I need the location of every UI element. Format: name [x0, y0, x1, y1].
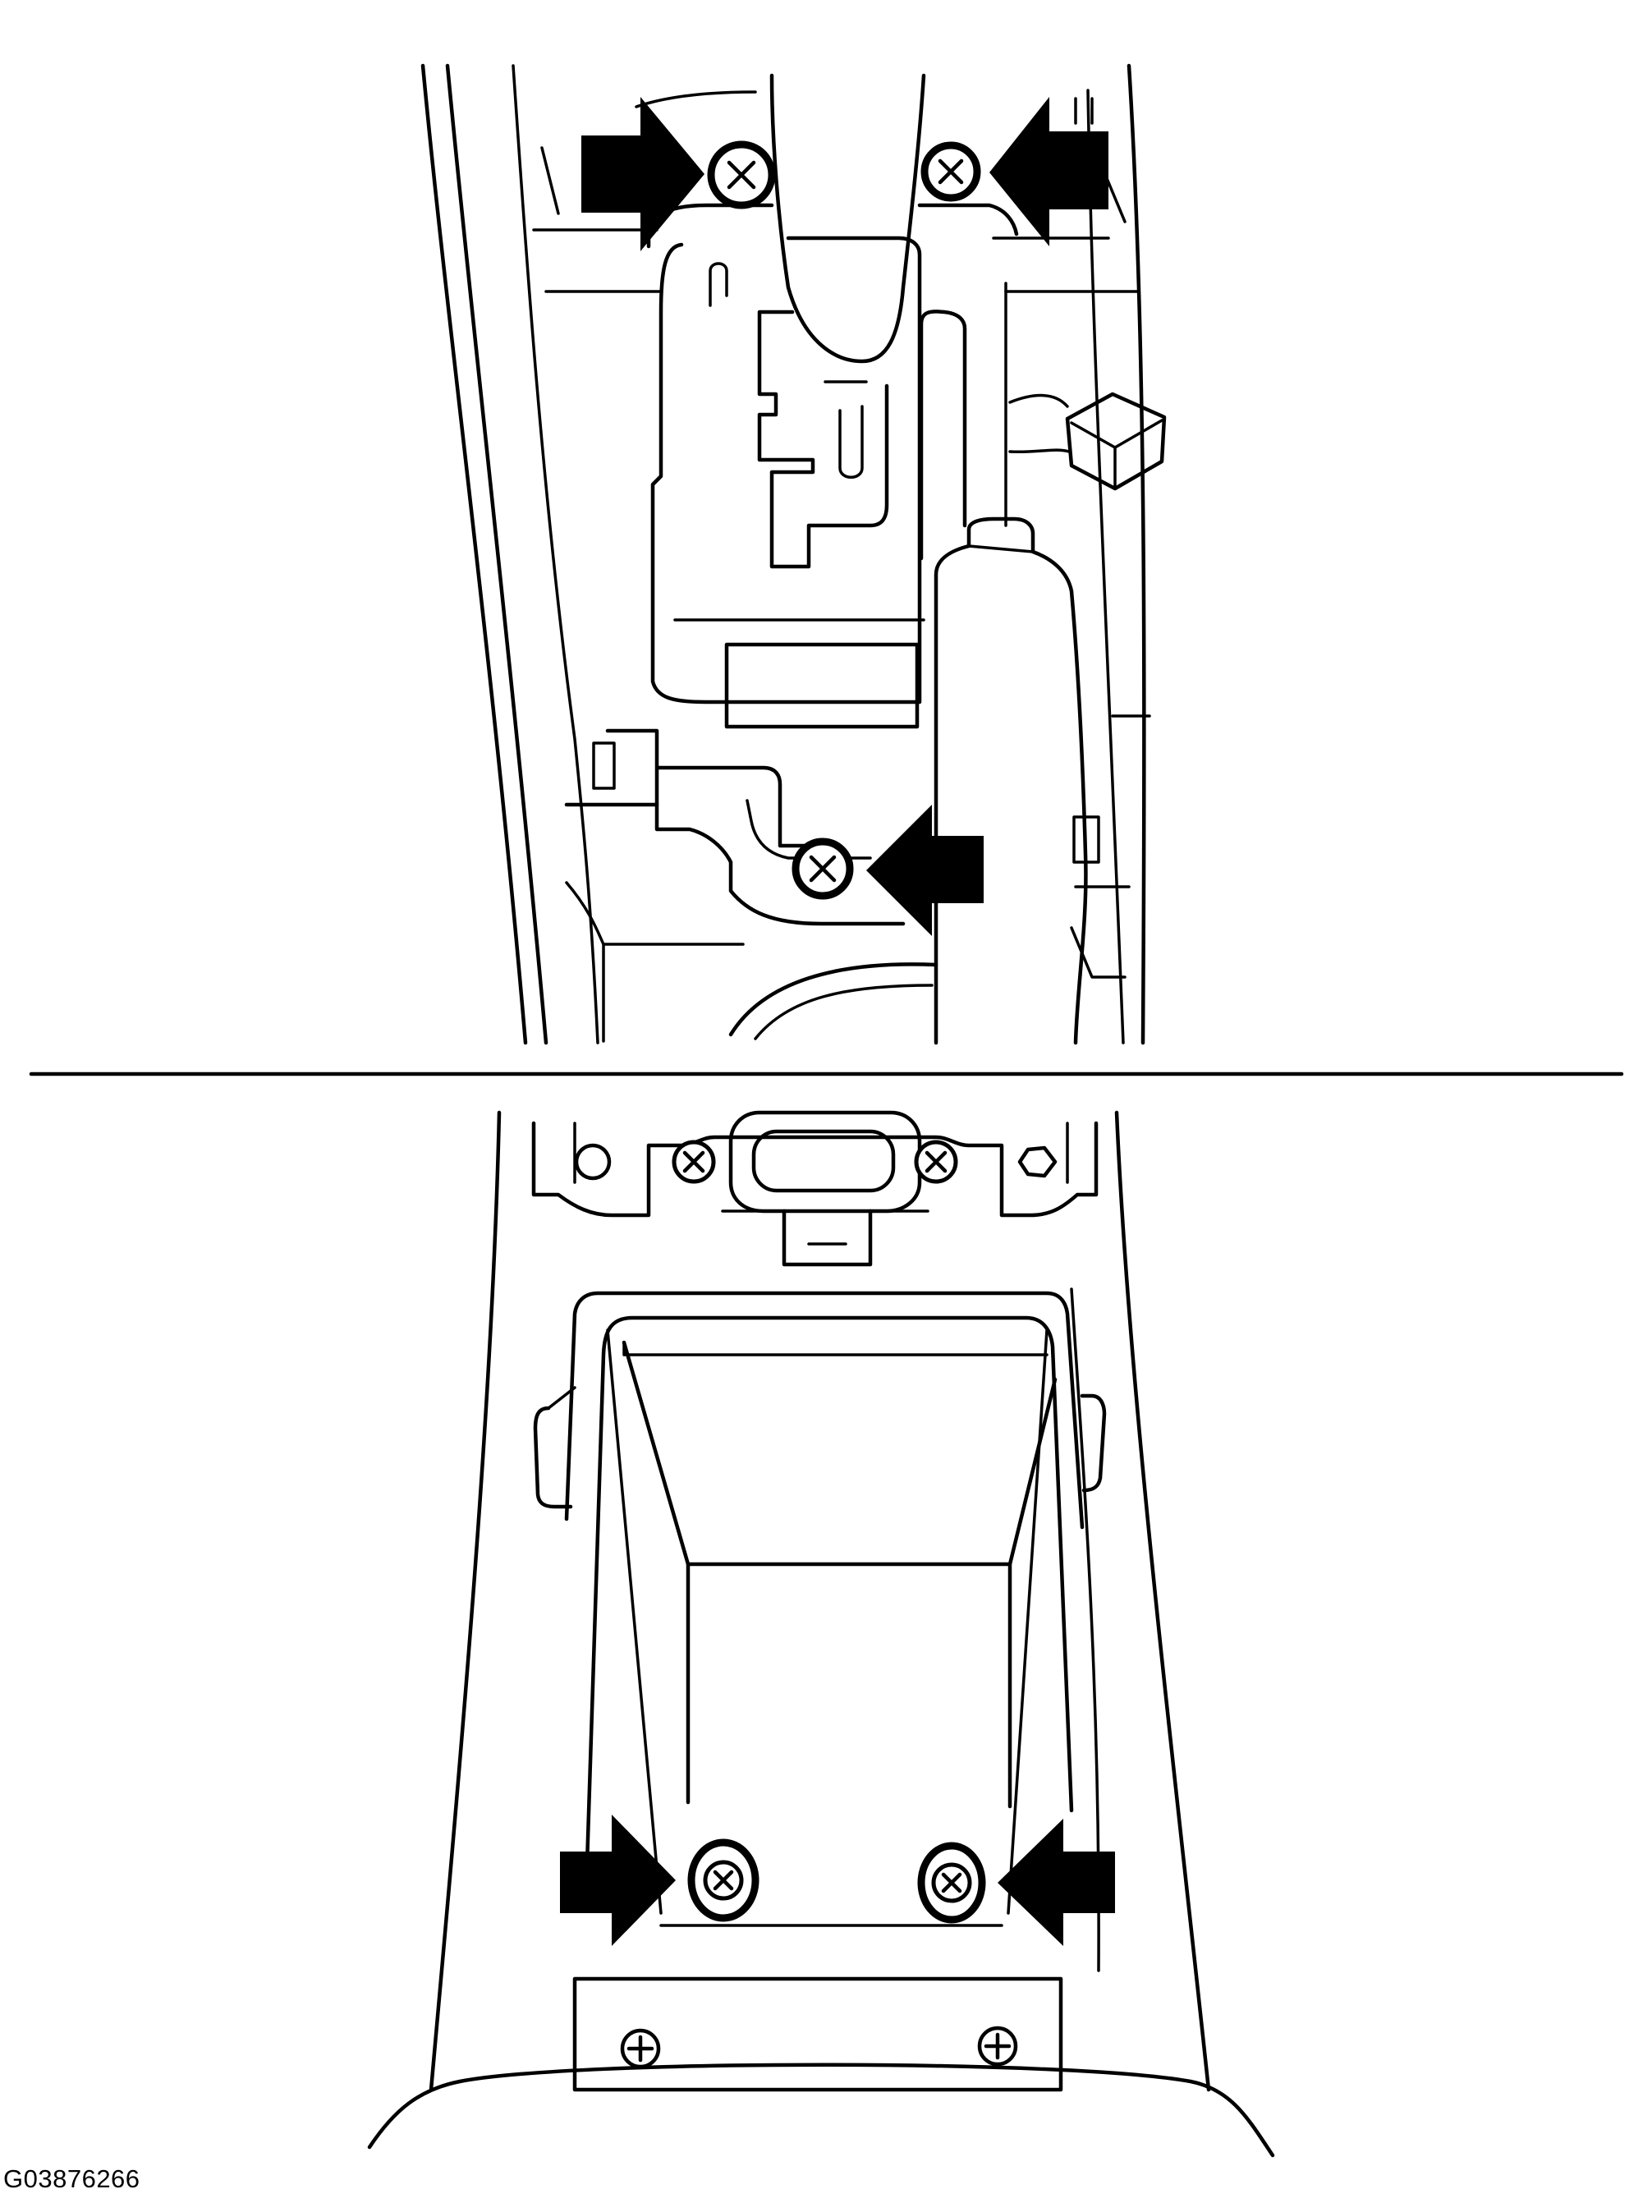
upper-top-left-line — [540, 146, 560, 215]
shift-boot — [769, 73, 926, 364]
upper-left-tab — [592, 741, 616, 790]
left-side-latch-top — [547, 1386, 576, 1410]
rear-plate — [572, 1976, 1063, 2092]
lower-top-bracket — [531, 1121, 1099, 1218]
arrow-left-icon — [998, 1819, 1115, 1946]
right-side-latch — [1080, 1393, 1107, 1493]
upper-lower-bracket — [564, 728, 811, 848]
lower-center-tab — [782, 1209, 873, 1267]
upper-top-bracket-right — [917, 203, 1019, 236]
lower-bolt-bin-right — [917, 1842, 986, 1924]
upper-bolt-bottom — [792, 838, 854, 900]
upper-right-lower-panel — [1070, 885, 1131, 979]
lower-bolt-top-right — [914, 1140, 958, 1184]
parking-brake-cap-line — [967, 544, 1035, 553]
storage-bin-floor-back — [622, 1341, 1049, 1356]
shift-panel-outline — [650, 236, 922, 704]
upper-right-wall-inner — [1086, 89, 1125, 1044]
upper-left-wall-middle — [445, 63, 548, 1045]
upper-bolt-left — [707, 140, 776, 209]
storage-bin-floor-sides — [686, 1562, 1012, 1809]
lower-bolt-bin-left — [687, 1838, 759, 1922]
lower-view — [367, 1110, 1275, 2158]
arrow-left-icon — [866, 805, 984, 936]
rear-plus-screw-left — [620, 2028, 661, 2069]
arrow-right-icon — [560, 1815, 676, 1946]
upper-top-arc — [635, 90, 757, 108]
upper-label-plate — [724, 642, 920, 729]
lower-bracket-hole-right — [1017, 1145, 1058, 1178]
shift-gate-path — [757, 310, 889, 569]
arrow-right-icon — [581, 97, 704, 251]
upper-left-wall-outer — [420, 63, 528, 1045]
lower-right-wall-outer — [1114, 1110, 1211, 2092]
cupholder-arc-inner — [754, 984, 934, 1040]
shift-slot-hook — [709, 262, 728, 307]
left-side-latch — [533, 1406, 573, 1509]
cupholder-arc-outer — [728, 962, 938, 1037]
upper-left-lower-panel — [565, 881, 745, 1043]
parking-brake-handle — [934, 516, 1088, 1045]
storage-bin-outer — [564, 1291, 1085, 1530]
upper-bracket-lower-line — [654, 802, 906, 926]
armrest-curve — [367, 2063, 1275, 2158]
upper-right-rail — [919, 310, 967, 561]
upper-bracket-step — [746, 799, 872, 860]
lower-bracket-hole-left — [574, 1143, 612, 1181]
upper-left-wall-inner — [512, 64, 599, 1044]
storage-bin-inner-left — [606, 1329, 663, 1915]
storage-bin-inner-rim — [585, 1315, 1074, 1866]
lower-left-wall-outer — [429, 1110, 502, 2092]
figure-code: G03876266 — [3, 2164, 140, 2193]
arrow-left-icon — [989, 97, 1108, 246]
connector-box — [1008, 392, 1167, 491]
rear-plus-screw-right — [977, 2026, 1018, 2067]
lower-bolt-top-left — [672, 1140, 716, 1184]
upper-bolt-right — [920, 141, 981, 202]
lower-center-slot — [751, 1129, 896, 1193]
shift-gate-slot — [838, 405, 864, 479]
upper-view — [420, 63, 1167, 1045]
upper-right-tab — [1072, 815, 1100, 864]
lower-center-boss — [728, 1110, 922, 1214]
upper-right-wall-outer — [1127, 63, 1146, 1045]
storage-bin-floor — [622, 1340, 1058, 1567]
storage-bin-inner-right — [1007, 1329, 1049, 1915]
